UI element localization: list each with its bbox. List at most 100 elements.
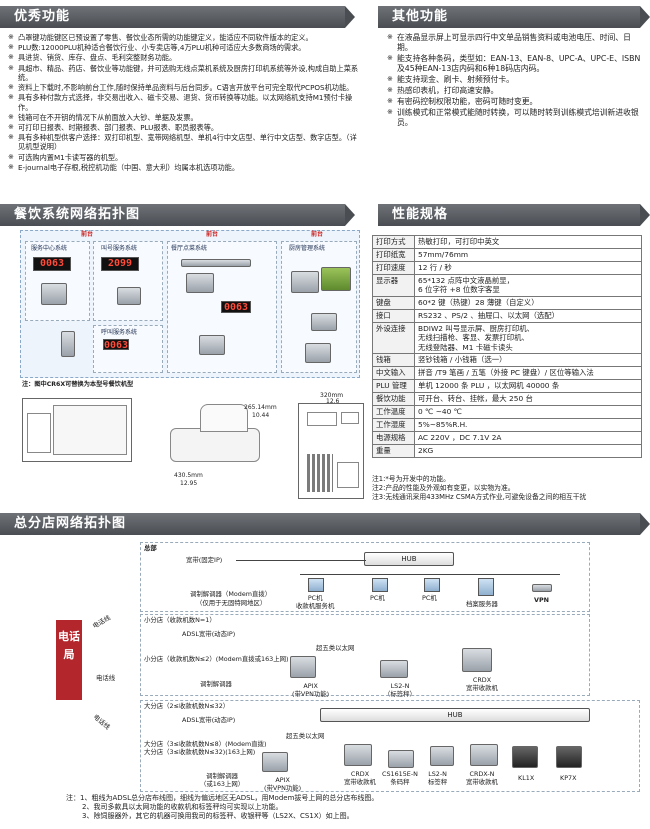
spec-row: 中文输入拼音 /T9 笔画 / 五笔（外接 PC 键盘）/ 区位等输入法 bbox=[372, 366, 642, 381]
branch-note: 注：1、粗线为ADSL总分店布线图，细线为偏远地区无ADSL，用Modem拔号上… bbox=[66, 794, 379, 802]
other-feature-item: 训练模式和正常模式能随时转换，可以随时转到训练模式培训新进收银员。 bbox=[387, 108, 642, 128]
branch-hub: HUB bbox=[320, 708, 590, 722]
zone-small-branch bbox=[140, 614, 590, 696]
spec-key: 接口 bbox=[372, 308, 415, 323]
kitchen-printer-icon bbox=[512, 746, 538, 768]
queue-display-3: 0063 bbox=[221, 301, 251, 313]
queue-display-1: 0063 bbox=[33, 257, 71, 271]
feature-item: 可选购内置M1卡读写器的机型。 bbox=[8, 153, 363, 162]
ls2n1-label: LS2-N （标签秤） bbox=[384, 682, 416, 699]
dim-width-mm: 430.5mm bbox=[174, 472, 203, 479]
spec-value: 竖钞钱箱 / 小钱箱（选一） bbox=[414, 353, 642, 368]
other-feature-item: 能支持各种条码，类型如：EAN-13、EAN-8、UPC-A、UPC-E、ISB… bbox=[387, 54, 642, 74]
scale-icon bbox=[388, 750, 414, 768]
branch-note: 2、我司多款具以太网功能的收款机和标签秤均可实现以上功能。 bbox=[82, 803, 283, 812]
spec-row: 餐饮功能可开台、转台、挂帐，最大 250 台 bbox=[372, 392, 642, 407]
spec-value: 拼音 /T9 笔画 / 五笔（外接 PC 键盘）/ 区位等输入法 bbox=[414, 366, 642, 381]
feature-item: 凸罩键功能键区已预设置了零售、餐饮业态所需的功能键定义，能适应不同软件版本的定义… bbox=[8, 33, 363, 42]
feature-item: 具有多种付款方式选择，非交易出收入、磁卡交易、退货、货币转换等功能。以太网络机支… bbox=[8, 93, 363, 111]
dev-klix-label: KL1X bbox=[518, 774, 535, 782]
hq-server-label: 档案服务器 bbox=[466, 600, 498, 608]
queue-display-4: 0063 bbox=[103, 339, 129, 351]
queue-display-2: 2099 bbox=[101, 257, 139, 271]
restaurant-network-diagram: 前台 前台 前台 服务中心系统 叫号服务系统 餐厅点菜系统 厨房管理系统 呼叫服… bbox=[20, 230, 360, 378]
kitchen-printer-icon bbox=[556, 746, 582, 768]
other-feature-item: 能支持现金、刷卡、射频预付卡。 bbox=[387, 75, 642, 85]
feature-item: 具超市、精品、药店、餐饮业等功能键，并可选购无线点菜机系统及厨房打印机系统等外设… bbox=[8, 64, 363, 82]
features-section-title: 优秀功能 bbox=[0, 6, 355, 28]
spec-note: 注3:无线通讯采用433MHz CSMA方式作业,可避免设备之间的相互干扰 bbox=[372, 493, 587, 502]
spec-key: 工作湿度 bbox=[372, 418, 415, 433]
spec-row: PLU 管理单机 12000 条 PLU ，以太网机 40000 条 bbox=[372, 379, 642, 394]
features-list: 凸罩键功能键区已预设置了零售、餐饮业态所需的功能键定义，能适应不同软件版本的定义… bbox=[8, 33, 363, 173]
apix2-label: APIX (带VPN功能) bbox=[264, 776, 302, 793]
tel-line-2: 电话线 bbox=[96, 674, 116, 682]
crdx1-label: CRDX 宽带收款机 bbox=[466, 676, 498, 693]
spec-key: 重量 bbox=[372, 444, 415, 459]
dim-depth-mm: 265.14mm bbox=[244, 404, 277, 411]
spec-key: 钱箱 bbox=[372, 353, 415, 368]
spec-value: AC 220V ，DC 7.1V 2A bbox=[414, 431, 642, 446]
feature-item: PLU数:12000PLU机种适合餐饮行业、小专卖店等,4万PLU机种可适应大多… bbox=[8, 43, 363, 52]
scale-icon bbox=[430, 746, 454, 766]
spec-note: 注2:产品的性能及外观如有变更，以实物为准。 bbox=[372, 484, 515, 493]
zone-kitchen-label: 餐厅点菜系统 bbox=[171, 245, 208, 252]
spec-value: 60*2 键（热键）28 薄键（自定义） bbox=[414, 295, 642, 310]
dim-width-in: 12.95 bbox=[180, 480, 198, 487]
spec-key: 电源规格 bbox=[372, 431, 415, 446]
zone-service-label: 服务中心系统 bbox=[31, 245, 68, 252]
dev-crdx2-label: CRDX-N 宽带收款机 bbox=[466, 770, 498, 787]
vpn-label: VPN bbox=[534, 596, 549, 604]
pc-icon bbox=[372, 578, 388, 592]
hq-label: 总部 bbox=[144, 544, 157, 552]
spec-value: 5%~85%R.H. bbox=[414, 418, 642, 433]
dev-ls-label: LS2-N 标签秤 bbox=[428, 770, 448, 787]
spec-value: 0 ℃ ~40 ℃ bbox=[414, 405, 642, 420]
printer-icon bbox=[311, 313, 337, 331]
hq-modem-label: 调制解调器（Modem直拨） bbox=[190, 590, 272, 598]
hq-pc1-label: PC机 收款机服务机 bbox=[296, 594, 335, 611]
perf-section-title: 性能规格 bbox=[378, 204, 650, 226]
dim-front-mm: 320mm bbox=[320, 392, 344, 399]
spec-key: 打印速度 bbox=[372, 261, 415, 275]
scale-icon bbox=[380, 660, 408, 678]
hq-hub: HUB bbox=[364, 552, 454, 566]
zone-front-label-2: 前台 bbox=[206, 231, 219, 238]
product-front-view bbox=[298, 403, 364, 499]
feature-item: 具有多种机型供客户选择：双打印机型、宽带网络机型、单机4行中文店型、单行中文店型… bbox=[8, 133, 363, 151]
spec-value: 65*132 点阵中文液晶前显， 6 位字符 +8 位数字客显 bbox=[414, 274, 642, 297]
spec-row: 打印方式热敏打印，可打印中英文 bbox=[372, 235, 642, 249]
big-note-1: 大分店（3≤收款机数N≤8）(Modem直拨) bbox=[144, 740, 267, 748]
pos-terminal-icon bbox=[290, 656, 316, 678]
feature-item: 可打印日报表、时期报表、部门报表、PLU报表、职员报表等。 bbox=[8, 123, 363, 132]
spec-note: 注1:*号为开发中的功能。 bbox=[372, 475, 450, 483]
small-adsl-label: ADSL宽带(动态IP) bbox=[182, 630, 236, 638]
vpn-icon bbox=[532, 584, 552, 592]
spec-notes: 注1:*号为开发中的功能。注2:产品的性能及外观如有变更，以实物为准。注3:无线… bbox=[372, 475, 647, 503]
other-features-section-title: 其他功能 bbox=[378, 6, 650, 28]
ethernet-label-1: 超五类以太网 bbox=[316, 644, 355, 652]
zone-queue-label: 叫号服务系统 bbox=[101, 245, 138, 252]
spec-value: 57mm/76mm bbox=[414, 248, 642, 262]
kitchen-printer-icon bbox=[305, 343, 331, 363]
server-icon bbox=[478, 578, 494, 596]
small-modem-label: 调制解调器 bbox=[200, 680, 232, 688]
zone-queue-system bbox=[93, 241, 163, 321]
spec-key: 餐饮功能 bbox=[372, 392, 415, 407]
feature-item: 资料上下载时,不影响前台工作,随时保持单品资料与后台同步。C语言开放平台可完全取… bbox=[8, 83, 363, 92]
telecom-office: 电话局 bbox=[56, 620, 82, 700]
hq-hub-line bbox=[236, 560, 366, 561]
spec-value: 单机 12000 条 PLU ，以太网机 40000 条 bbox=[414, 379, 642, 394]
spec-key: 工作温度 bbox=[372, 405, 415, 420]
hub-icon bbox=[181, 259, 251, 267]
spec-value: 2KG bbox=[414, 444, 642, 459]
feature-item: 钱箱可在不开钥的情况下从前面放入大钞、单据及发票。 bbox=[8, 113, 363, 122]
other-features-list: 在液晶显示屏上可显示四行中文单品销售资料或电池电压、时间、日期。能支持各种条码，… bbox=[387, 33, 642, 129]
pc-icon bbox=[308, 578, 324, 592]
